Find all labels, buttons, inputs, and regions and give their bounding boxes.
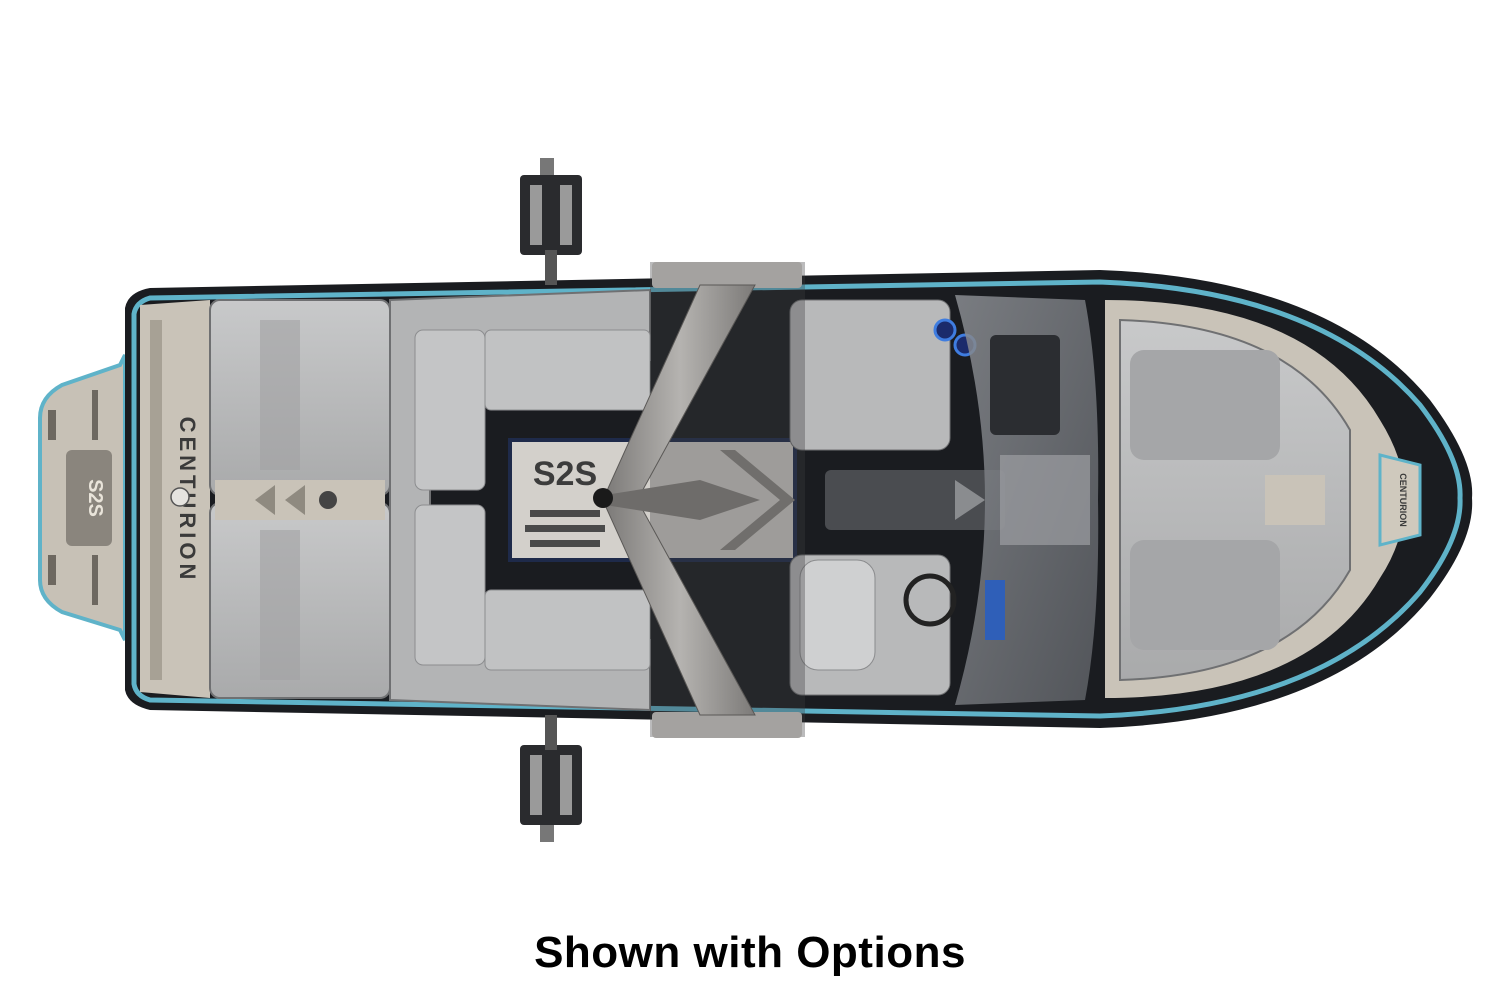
platform-graphic-text: S2S bbox=[84, 479, 106, 517]
board-rack-bottom bbox=[520, 715, 582, 842]
rear-sunpad bbox=[209, 299, 391, 699]
rear-lounge bbox=[389, 288, 651, 712]
swim-platform: S2S bbox=[38, 354, 127, 641]
board-rack-top bbox=[520, 158, 582, 285]
bow-seating: CENTURION bbox=[1105, 300, 1422, 698]
stern-deck: CENTURION bbox=[140, 300, 210, 698]
wakeboard-tower bbox=[593, 262, 805, 738]
boat-top-view-image: S2S CENTURION S2S bbox=[38, 158, 1473, 842]
caption-shown-with-options: Shown with Options bbox=[534, 928, 966, 977]
floor-graphic-text: S2S bbox=[533, 455, 597, 493]
windshield bbox=[955, 295, 1099, 705]
cockpit bbox=[789, 299, 1005, 696]
bow-logo-text: CENTURION bbox=[1398, 473, 1408, 527]
